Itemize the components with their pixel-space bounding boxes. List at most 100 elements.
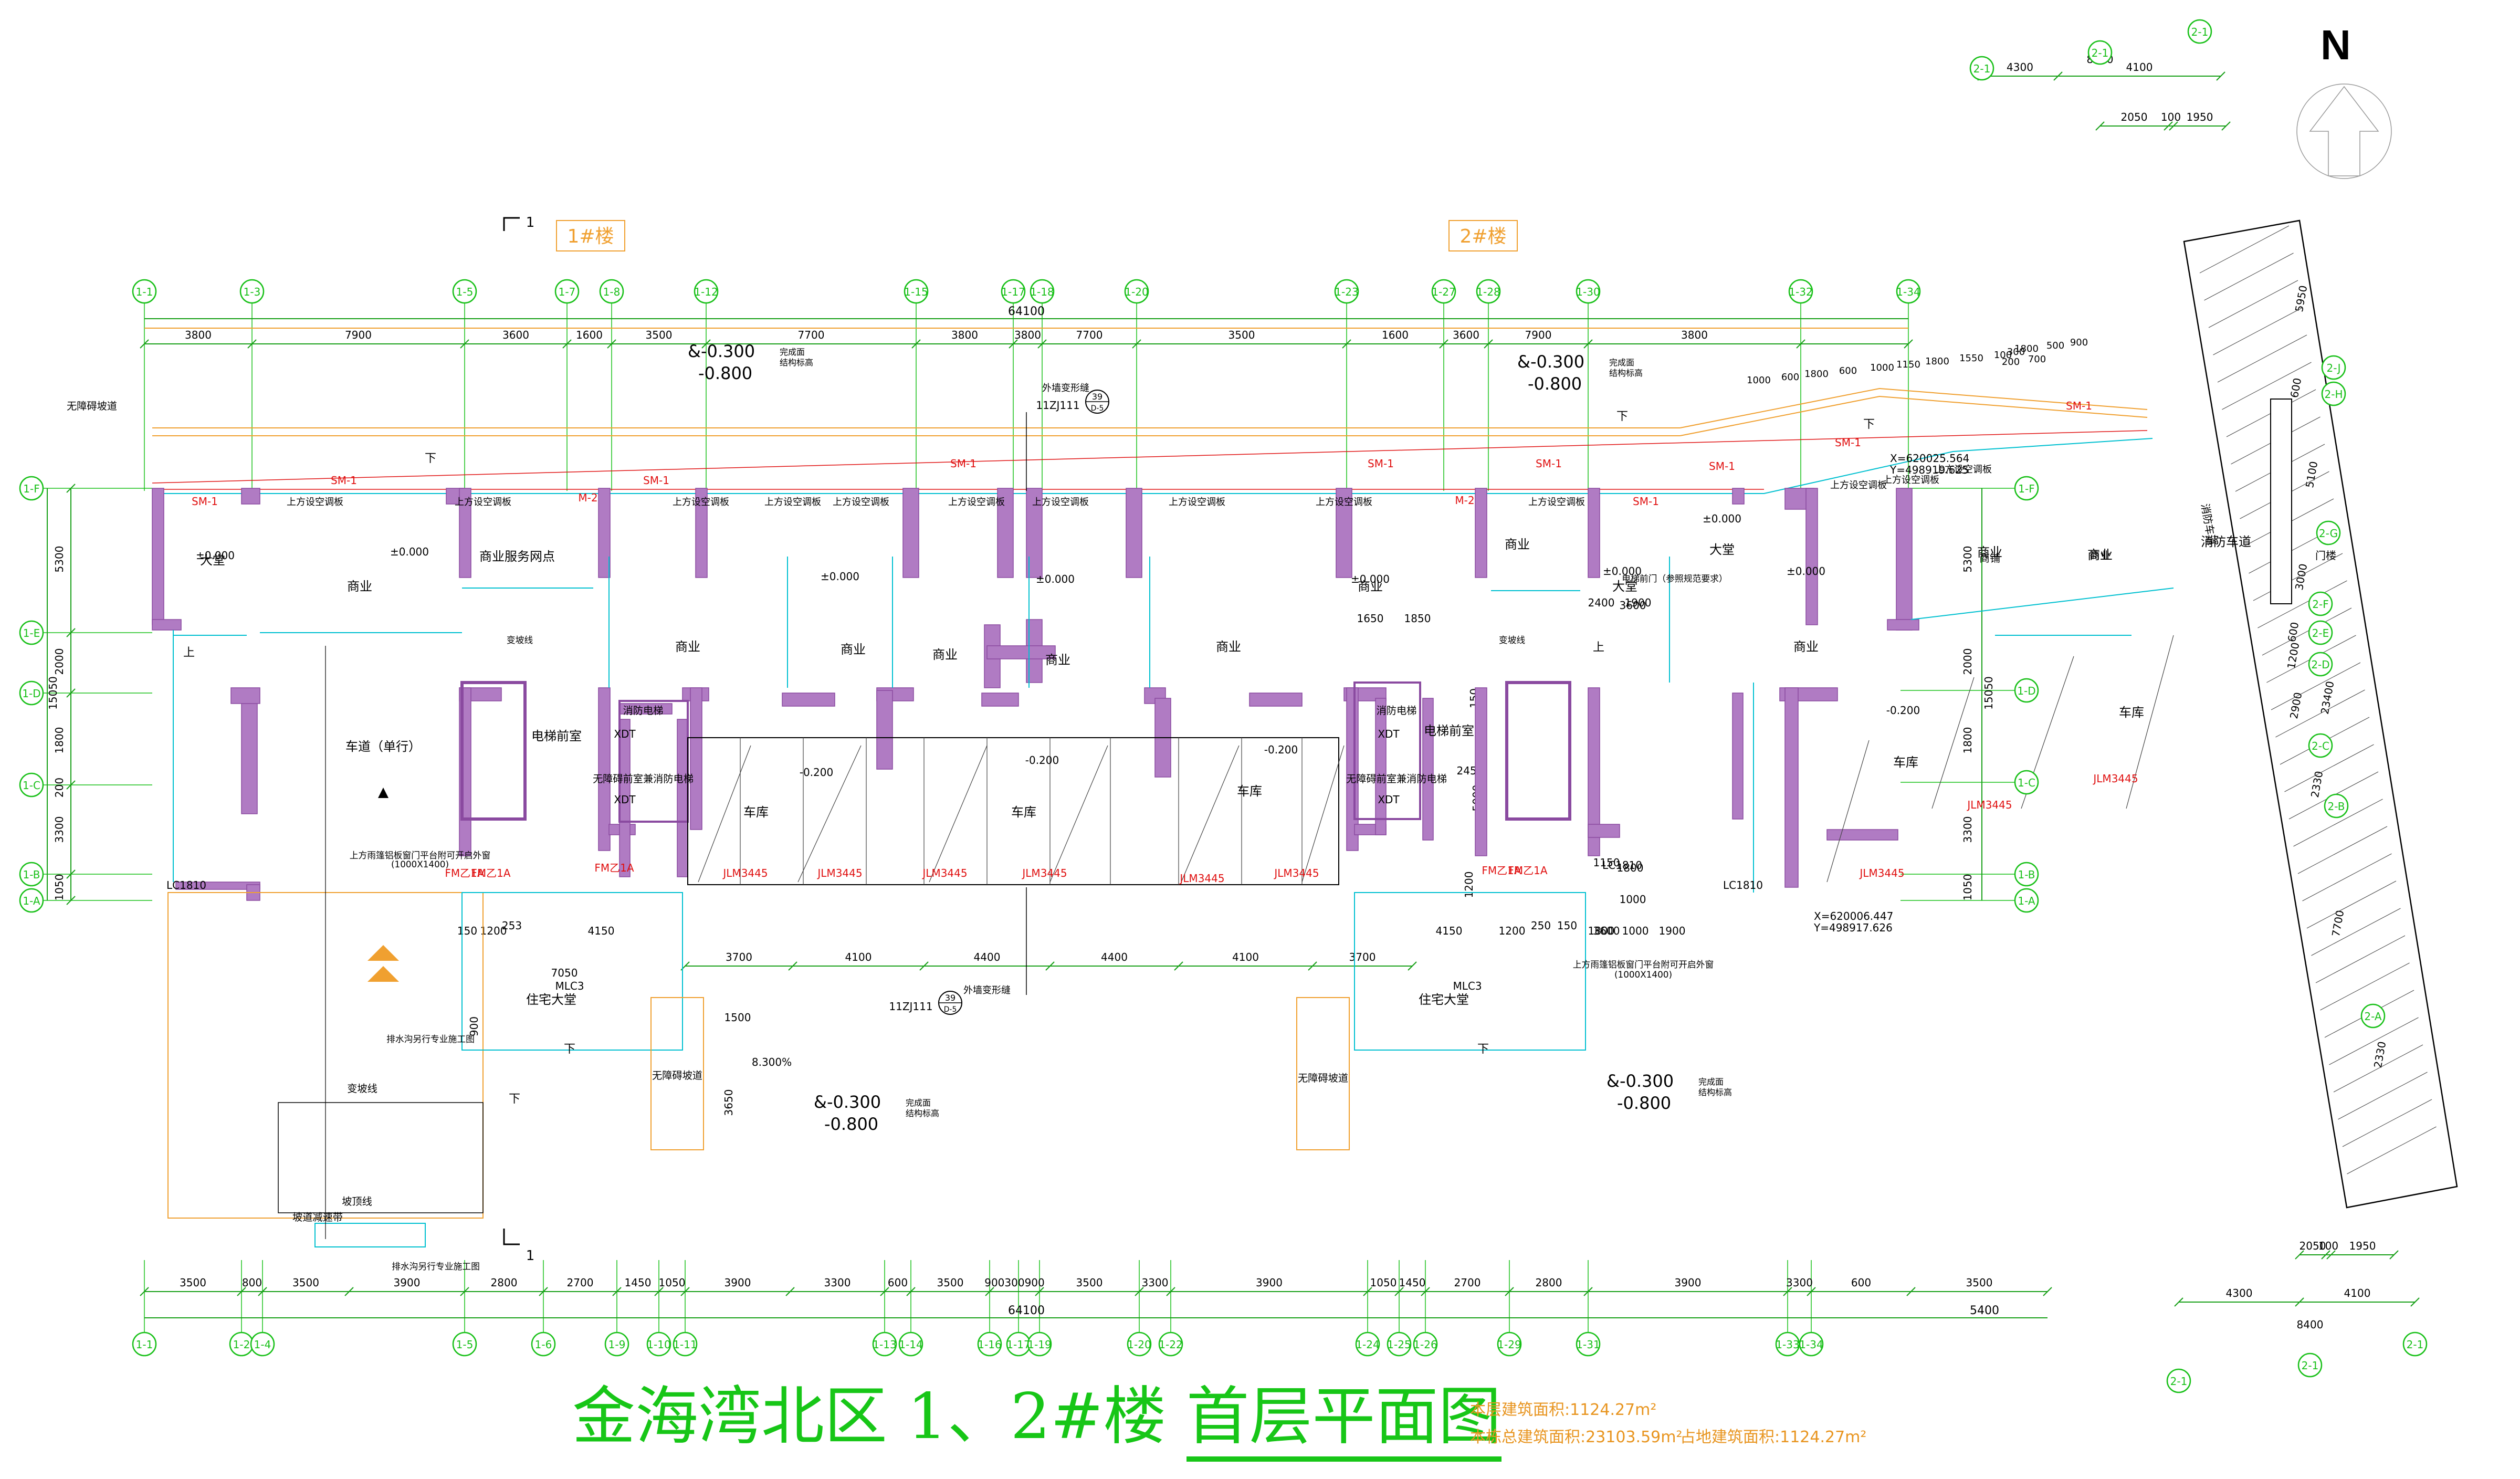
wall-segment <box>598 687 611 851</box>
dimension-tick <box>66 869 76 879</box>
axis-label: 1-13 <box>873 1338 896 1351</box>
dimension-tick <box>66 484 76 493</box>
stair-direction: 下 <box>1863 418 1875 431</box>
door-tag: SM-1 <box>643 474 669 487</box>
wall-segment <box>241 693 258 814</box>
top-axis-bubble <box>239 279 265 304</box>
dimension-label: 7700 <box>798 329 825 341</box>
door-tag: LC1810 <box>1723 879 1763 891</box>
dimension-label: 1150 <box>1896 359 1920 370</box>
dimension-label: 1150 <box>1593 856 1620 869</box>
garage-door-swing <box>797 745 862 883</box>
dimension-label: 2330 <box>2308 770 2325 799</box>
level-mark: ±0.000 <box>1703 512 1741 525</box>
driveway-arrow <box>368 966 399 982</box>
ac-board-label: 上方设空调板 <box>833 497 889 508</box>
garage-door-swing <box>1826 740 1870 883</box>
corner-axis-bubble <box>2187 19 2212 44</box>
axis-label: 1-16 <box>978 1338 1001 1351</box>
dimension-label: 5100 <box>2303 460 2320 489</box>
axis-label: 1-11 <box>673 1338 697 1351</box>
dimension-label: 1050 <box>659 1276 686 1289</box>
axis-label: 1-B <box>2018 868 2035 881</box>
small-label: (1000X1400) <box>1614 969 1672 980</box>
dimension-label: 100 <box>2161 111 2181 123</box>
axis-label: 2-D <box>2311 658 2329 671</box>
dimension-label: 7050 <box>551 967 578 979</box>
dimension-tick <box>1342 339 1351 349</box>
axis-label: 1-A <box>23 895 40 907</box>
dimension-label: 5400 <box>1970 1304 1999 1317</box>
stair-direction: 下 <box>425 452 436 465</box>
dimension-tick <box>1394 1287 1404 1296</box>
axis-label: 2-1 <box>2302 1359 2319 1372</box>
detail-label: 外墙变形缝 <box>963 985 1011 996</box>
dimension-label: 250 <box>1531 919 1551 932</box>
boundary-line <box>1679 395 2148 436</box>
dimension-label: 3500 <box>1966 1276 1993 1289</box>
room-label: 商业 <box>1505 537 1530 552</box>
dimension-label: 1800 <box>53 727 66 754</box>
axis-label: 1-C <box>23 779 40 792</box>
left-axis-bubble <box>19 680 44 706</box>
room-label: 商业 <box>1358 579 1383 594</box>
dimension-tick <box>1906 1287 1916 1296</box>
ac-board-label: 上方设空调板 <box>1169 497 1225 508</box>
level-mark: ±0.000 <box>196 549 235 562</box>
drawing-title-prefix: 金海湾北区 1、2#楼 <box>572 1380 1186 1453</box>
side-label: 商业 <box>2090 549 2110 562</box>
stair-direction: 下 <box>564 1043 575 1056</box>
wall-segment <box>1732 693 1744 820</box>
dimension-label: 300 <box>2007 347 2025 358</box>
wall-segment <box>1588 488 1600 578</box>
level-note: 结构标高 <box>1698 1087 1732 1097</box>
axis-label: 2-1 <box>2170 1375 2188 1388</box>
small-label: 坡道减速带 <box>292 1211 343 1223</box>
garage-door-swing <box>1049 745 1108 883</box>
axis-label: 2-F <box>2312 598 2328 611</box>
axis-label: 2-G <box>2319 527 2338 540</box>
dimension-label: 1950 <box>2187 111 2213 123</box>
dimension-label: 2800 <box>491 1276 518 1289</box>
section-mark-label: 1 <box>526 215 535 230</box>
top-axis-bubble <box>132 279 157 304</box>
level-note: 结构标高 <box>780 358 813 368</box>
door-tag: SM-1 <box>331 474 357 487</box>
dimension-tick <box>2410 1297 2420 1307</box>
dimension-label: 3800 <box>185 329 212 341</box>
dimension-tick <box>788 961 797 971</box>
dimension-tick <box>66 688 76 698</box>
axis-label: 1-14 <box>899 1338 922 1351</box>
small-label: 消防电梯 <box>1377 705 1417 717</box>
stair-core <box>1505 681 1571 821</box>
drain-channel <box>314 1223 426 1247</box>
dimension-tick <box>654 1287 664 1296</box>
dimension-tick <box>911 339 921 349</box>
room-label: 商业 <box>1216 639 1241 654</box>
wall-segment <box>1805 488 1818 625</box>
axis-label: 2-1 <box>1973 62 1991 75</box>
section-mark <box>503 217 520 231</box>
hatch-line <box>2204 253 2294 301</box>
dimension-label: 1000 <box>1622 925 1649 937</box>
dimension-label: 100 <box>1994 350 2012 361</box>
detail-page: D-5 <box>1091 404 1104 413</box>
room-label: 商业 <box>675 639 700 654</box>
dimension-tick <box>2216 71 2225 81</box>
door-tag: XDT <box>614 728 636 740</box>
room-label: 车库 <box>1237 784 1262 799</box>
wall-segment <box>1784 687 1799 888</box>
wall-segment <box>695 488 708 578</box>
dimension-label: 1600 <box>576 329 603 341</box>
hatch-line <box>2347 1126 2437 1174</box>
axis-label: 1-17 <box>1006 1338 1030 1351</box>
ramp-box <box>278 1102 484 1213</box>
door-tag: JLM3445 <box>921 867 967 879</box>
dimension-label: 3900 <box>394 1276 421 1289</box>
dimension-label: 1900 <box>1659 925 1686 937</box>
partition-line <box>1910 588 2174 620</box>
dimension-tick <box>1421 1287 1430 1296</box>
axis-label: 1-E <box>23 627 40 639</box>
hatch-line <box>2342 1099 2432 1147</box>
room-label: 商业服务网点 <box>479 549 555 564</box>
